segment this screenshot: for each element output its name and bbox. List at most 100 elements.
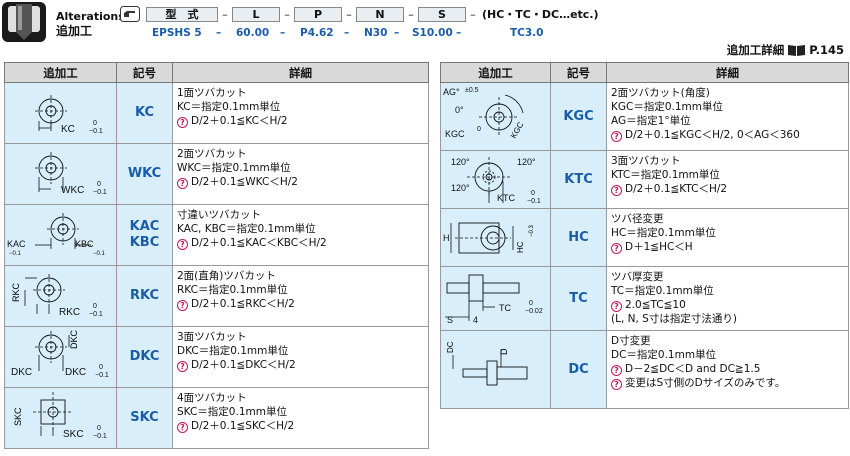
tolerance-lower: −0.1 — [527, 198, 541, 205]
code-label: DC — [568, 361, 589, 377]
desc-text: 3面ツバカット — [177, 331, 247, 343]
point-mark-icon: ? — [177, 300, 188, 311]
tolerance-lower: −0.1 — [89, 311, 103, 318]
order-box-l: L — [232, 6, 280, 22]
code-label: KBC — [129, 235, 160, 250]
order-box-n: N — [356, 6, 404, 22]
example-tc: TC3.0 — [510, 27, 544, 39]
dim-dc-vertical: DC — [446, 341, 455, 353]
desc-line: AG＝指定1°単位 — [611, 114, 844, 128]
desc-text: D/2＋0.1≦KC＜H/2 — [191, 115, 288, 127]
code-label: KGC — [563, 108, 594, 124]
code-cell: DKC — [116, 326, 173, 388]
point-mark-icon: ? — [177, 422, 188, 433]
desc-line: ?2.0≦TC≦10 — [611, 298, 844, 312]
example-l: 60.00 — [236, 27, 270, 39]
dim-kc: KC — [61, 124, 75, 135]
col-header-fig: 追加工 — [4, 62, 117, 83]
tolerance-upper: 0 — [97, 425, 101, 432]
angle-label: 120° — [517, 157, 536, 167]
dim-rkc: RKC — [59, 307, 80, 318]
code-cell: TC — [550, 266, 607, 331]
desc-line: ツバ径変更 — [611, 212, 844, 226]
code-cell: DC — [550, 330, 607, 409]
desc-line: 3面ツバカット — [611, 154, 844, 168]
desc-text: 2.0≦TC≦10 — [625, 299, 686, 311]
desc-line: ?D/2＋0.1≦KTC＜H/2 — [611, 182, 844, 196]
code-cell: KTC — [550, 150, 607, 209]
desc-text: AG＝指定1°単位 — [611, 115, 691, 127]
dim-kgc: KGC — [445, 129, 465, 139]
desc-text: 2面(直角)ツバカット — [177, 270, 276, 282]
code-label: TC — [569, 290, 588, 306]
order-etc: (HC・TC・DC…etc.) — [482, 8, 599, 21]
dim-rkc-vertical: RKC — [11, 282, 21, 302]
dim-dkc: DKC — [11, 367, 32, 378]
desc-line: WKC＝指定0.1mm単位 — [177, 161, 424, 175]
tolerance-lower: −0.1 — [9, 251, 22, 257]
desc-line: ?D/2＋0.1≦KGC＜H/2, 0＜AG＜360 — [611, 128, 844, 142]
code-label: DKC — [129, 349, 160, 364]
desc-text: 寸違いツバカット — [177, 209, 261, 221]
desc-text: ツバ径変更 — [611, 213, 664, 225]
code-cell: KGC — [550, 82, 607, 151]
alterations-en: Alterations — [56, 10, 125, 23]
point-mark-icon: ? — [177, 239, 188, 250]
desc-line: KGC＝指定0.1mm単位 — [611, 100, 844, 114]
tolerance-upper: 0 — [99, 364, 103, 371]
point-mark-icon: ? — [611, 365, 622, 376]
desc-text: (L, N, S寸は指定寸法通り) — [611, 313, 737, 325]
dim-tc: TC — [499, 303, 511, 313]
desc-text: KGC＝指定0.1mm単位 — [611, 101, 724, 113]
desc-text: DC＝指定0.1mm単位 — [611, 349, 717, 361]
figure-kc: KC0−0.1 — [35, 95, 103, 135]
desc-line: KAC, KBC＝指定0.1mm単位 — [177, 222, 424, 236]
alterations-icon — [2, 2, 46, 42]
order-box-p: P — [294, 6, 342, 22]
detail-link[interactable]: 追加工詳細 P.145 — [727, 42, 844, 58]
code-label: KTC — [564, 171, 593, 187]
desc-line: DC＝指定0.1mm単位 — [611, 348, 844, 362]
dim-dkc-vertical: DKC — [69, 329, 79, 349]
desc-line: ツバ厚変更 — [611, 270, 844, 284]
code-label: SKC — [130, 410, 159, 425]
figure-hc: HHC−0.3 — [443, 222, 535, 254]
point-mark-icon: ? — [611, 131, 622, 142]
desc-text: 2面ツバカット(角度) — [611, 87, 710, 99]
desc-text: 2面ツバカット — [177, 148, 247, 160]
desc-line: ?変更はS寸側のDサイズのみです。 — [611, 376, 844, 390]
desc-text: D寸変更 — [611, 335, 651, 347]
desc-text: KTC＝指定0.1mm単位 — [611, 169, 720, 181]
desc-text: KAC, KBC＝指定0.1mm単位 — [177, 223, 316, 235]
desc-line: ?D/2＋0.1≦RKC＜H/2 — [177, 297, 424, 311]
code-cell: SKC — [116, 387, 173, 449]
point-mark-icon: ? — [611, 379, 622, 390]
dim-kac: KAC — [7, 239, 26, 249]
desc-line: ?D/2＋0.1≦KC＜H/2 — [177, 114, 424, 128]
desc-line: 2面ツバカット(角度) — [611, 86, 844, 100]
desc-text: WKC＝指定0.1mm単位 — [177, 162, 291, 174]
code-label: KC — [134, 105, 155, 120]
desc-text: D＋1≦HC＜H — [625, 241, 693, 253]
col-header-desc: 詳細 — [606, 62, 849, 83]
desc-text: D/2＋0.1≦RKC＜H/2 — [191, 298, 295, 310]
